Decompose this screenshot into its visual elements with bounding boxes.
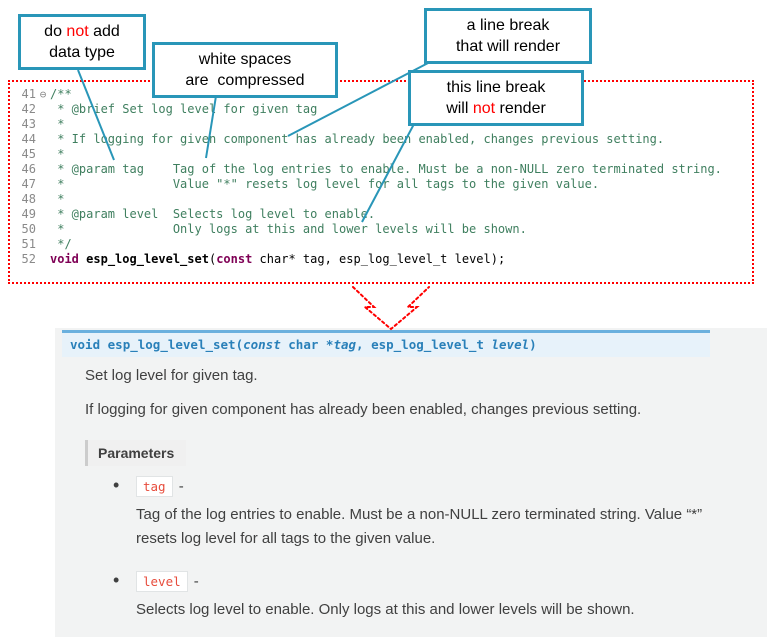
code-line: 46 * @param tag Tag of the log entries t… <box>14 162 722 177</box>
line-number: 50 <box>21 222 36 236</box>
renders-to-arrow-icon <box>352 286 430 331</box>
fold-gutter <box>36 222 50 237</box>
line-number: 43 <box>21 117 36 131</box>
params-list: tag - Tag of the log entries to enable. M… <box>110 475 730 637</box>
line-number: 42 <box>21 102 36 116</box>
code-text: void esp_log_level_set(const char* tag, … <box>50 252 506 266</box>
param-item: level - Selects log level to enable. Only… <box>110 570 730 622</box>
param-name-row: tag - <box>136 476 730 497</box>
line-number: 49 <box>21 207 36 221</box>
function-signature: void esp_log_level_set(const char *tag, … <box>62 330 710 357</box>
line-number: 44 <box>21 132 36 146</box>
fold-gutter <box>36 147 50 162</box>
brief-text: Set log level for given tag. <box>85 367 258 384</box>
code-line: 44 * If logging for given component has … <box>14 132 722 147</box>
param-name-row: level - <box>136 571 730 592</box>
callout-line-break-renders: a line break that will render <box>424 8 592 64</box>
code-lines: 41⊖/**42 * @brief Set log level for give… <box>14 87 722 267</box>
callout-text-line: a line break <box>466 17 550 34</box>
line-number: 47 <box>21 177 36 191</box>
code-text: * Value "*" resets log level for all tag… <box>50 177 600 191</box>
callout-text-line: this line break <box>446 79 546 96</box>
code-line: 42 * @brief Set log level for given tag <box>14 102 722 117</box>
fold-gutter <box>36 177 50 192</box>
param-description: Selects log level to enable. Only logs a… <box>136 601 635 618</box>
callout-white-spaces-compressed: white spaces are compressed <box>152 42 338 98</box>
code-text: * If logging for given component has alr… <box>50 132 665 146</box>
code-text: * @param level Selects log level to enab… <box>50 207 376 221</box>
code-text: * <box>50 192 65 206</box>
rendered-docs-panel: void esp_log_level_set(const char *tag, … <box>55 328 767 637</box>
code-text: * <box>50 147 65 161</box>
fold-gutter <box>36 237 50 252</box>
code-line: 45 * <box>14 147 722 162</box>
detail-text: If logging for given component has alrea… <box>85 401 642 418</box>
param-description: Tag of the log entries to enable. Must b… <box>136 506 703 547</box>
fold-gutter <box>36 117 50 132</box>
fold-gutter <box>36 207 50 222</box>
code-line: 48 * <box>14 192 722 207</box>
fold-gutter <box>36 102 50 117</box>
code-line: 50 * Only logs at this and lower levels … <box>14 222 722 237</box>
param-name-chip: level <box>136 571 188 592</box>
line-number: 41 <box>21 87 36 101</box>
code-text: * @brief Set log level for given tag <box>50 102 318 116</box>
code-line: 49 * @param level Selects log level to e… <box>14 207 722 222</box>
code-line: 47 * Value "*" resets log level for all … <box>14 177 722 192</box>
callout-text-line: data type <box>49 44 115 61</box>
code-line: 41⊖/** <box>14 87 722 102</box>
code-line: 51 */ <box>14 237 722 252</box>
callout-text-line: do not add <box>44 23 120 40</box>
code-comment-block: 41⊖/**42 * @brief Set log level for give… <box>8 80 754 284</box>
code-line: 52 void esp_log_level_set(const char* tag… <box>14 252 722 267</box>
code-text: * @param tag Tag of the log entries to e… <box>50 162 722 176</box>
line-number: 52 <box>21 252 36 266</box>
fold-collapse-icon: ⊖ <box>39 88 47 101</box>
fold-gutter <box>36 252 50 267</box>
code-text: */ <box>50 237 72 251</box>
parameters-label: Parameters <box>85 440 187 466</box>
code-text: * <box>50 117 65 131</box>
callout-text-line: are compressed <box>185 72 305 89</box>
param-item: tag - Tag of the log entries to enable. M… <box>110 475 730 551</box>
param-name-chip: tag <box>136 476 173 497</box>
fold-gutter <box>36 192 50 207</box>
line-number: 45 <box>21 147 36 161</box>
callout-text-line: will not render <box>446 100 546 117</box>
fold-gutter <box>36 132 50 147</box>
callout-text-line: white spaces <box>198 51 292 68</box>
fold-gutter <box>36 162 50 177</box>
line-number: 48 <box>21 192 36 206</box>
code-text: * Only logs at this and lower levels wil… <box>50 222 527 236</box>
line-number: 46 <box>21 162 36 176</box>
code-text: /** <box>50 87 72 101</box>
callout-do-not-add-data-type: do not add data type <box>18 14 146 70</box>
callout-line-break-not-render: this line break will not render <box>408 70 584 126</box>
code-line: 43 * <box>14 117 722 132</box>
callout-text-line: that will render <box>455 38 561 55</box>
line-number: 51 <box>21 237 36 251</box>
